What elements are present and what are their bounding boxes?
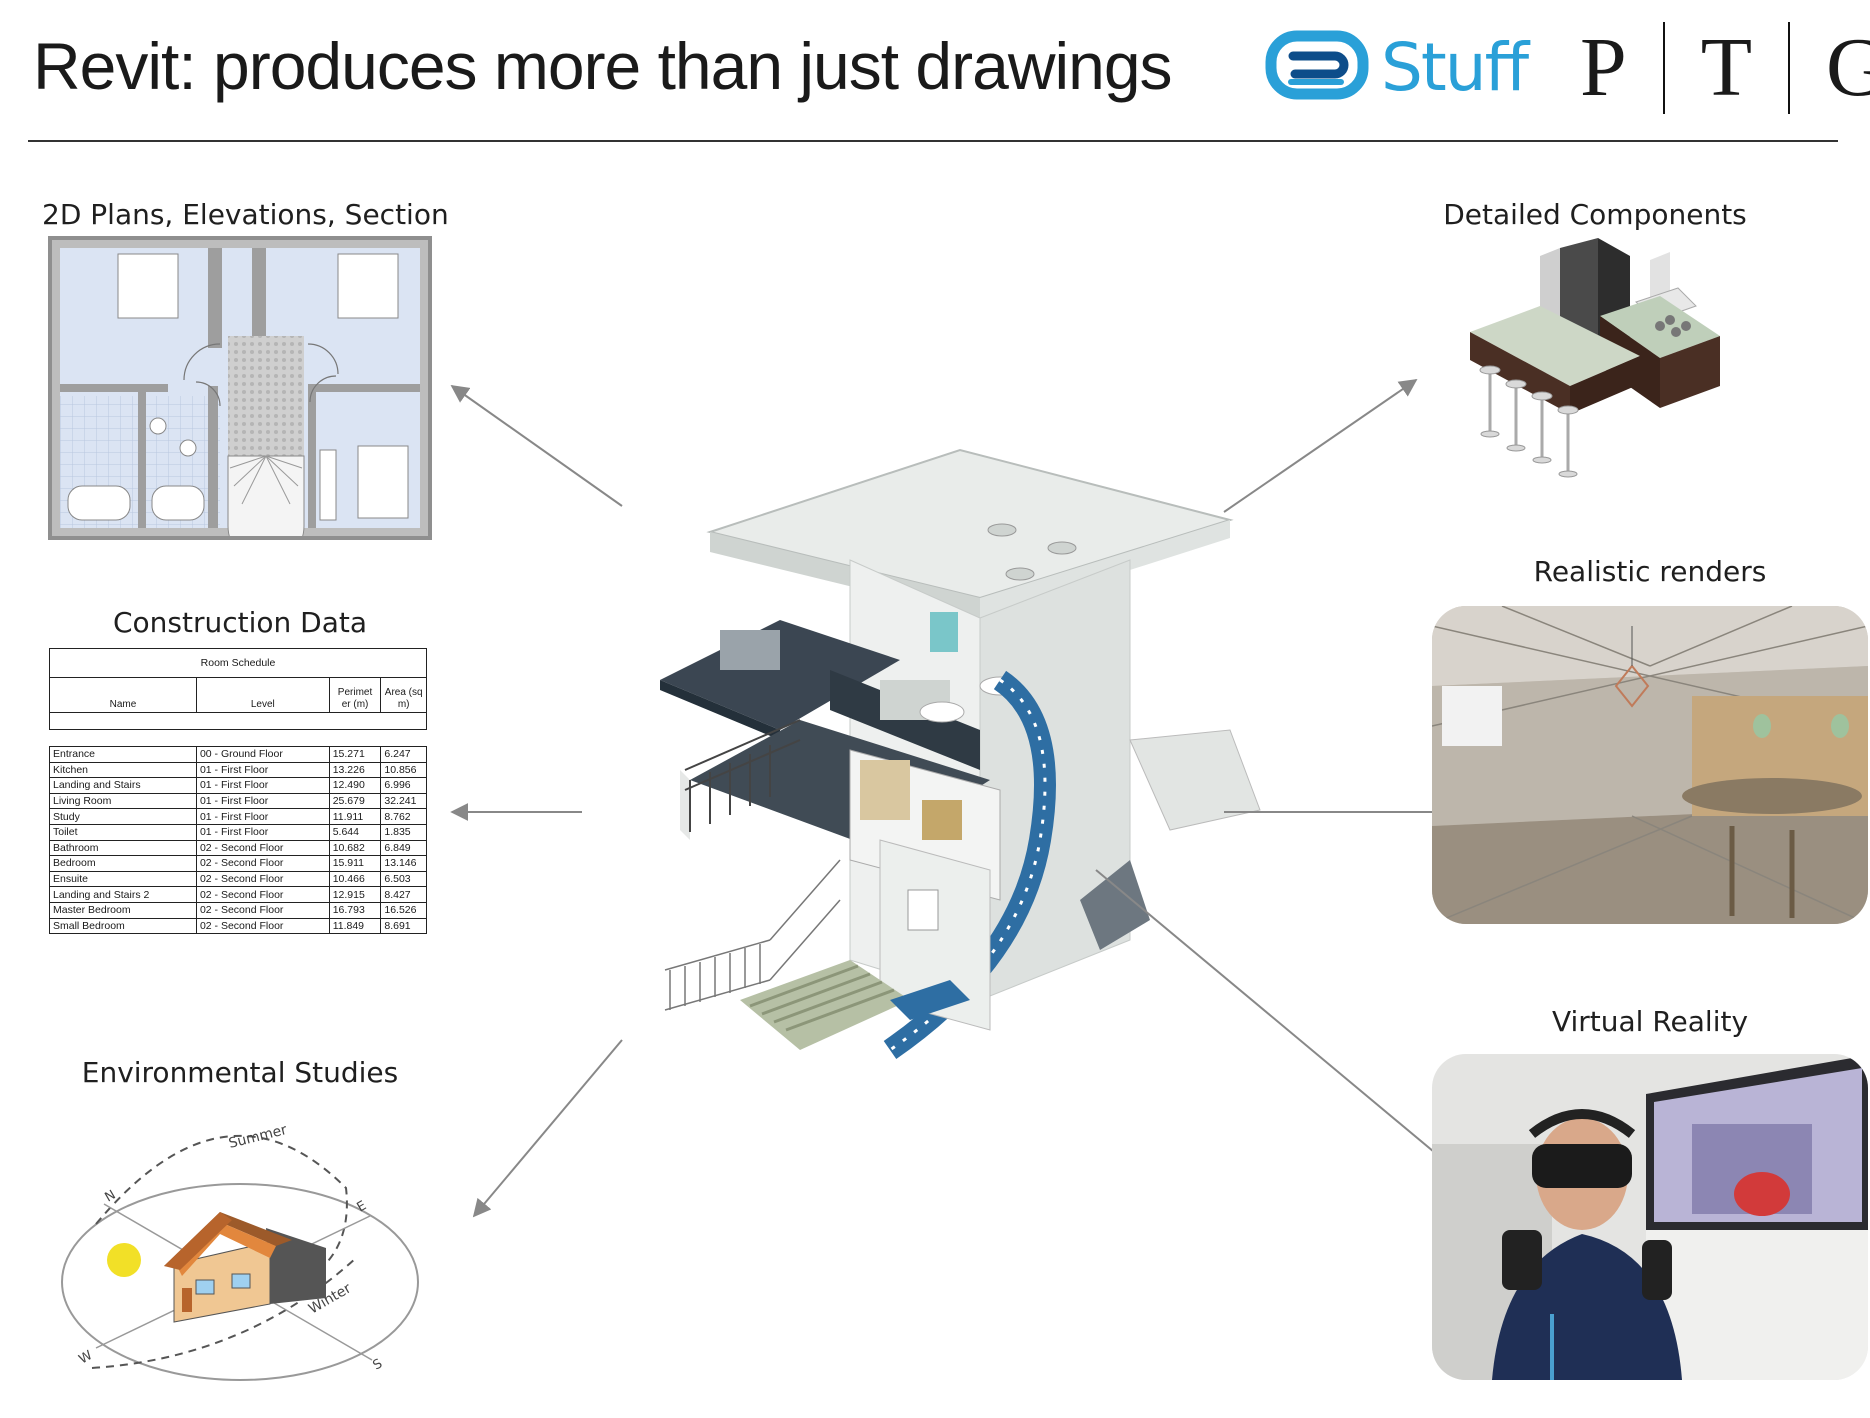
summer-label: Summer xyxy=(227,1122,289,1152)
caption-realistic-renders: Realistic renders xyxy=(1533,555,1767,588)
compass-s: S xyxy=(371,1356,386,1373)
arrow-to-environmental xyxy=(472,1039,623,1218)
realistic-render-image xyxy=(1432,606,1868,924)
schedule-header-level: Level xyxy=(195,677,330,713)
header-divider xyxy=(28,140,1838,142)
sun-path-diagram: Summer Winter N E S W xyxy=(56,1108,426,1402)
ptg-letter-t: T xyxy=(1700,21,1753,114)
cell-perimeter: 13.226 xyxy=(328,761,382,779)
building-model-image xyxy=(650,440,1270,1104)
caption-detailed-components: Detailed Components xyxy=(1443,198,1747,231)
cell-perimeter: 11.849 xyxy=(328,917,382,935)
stuff-logo: Stuff xyxy=(1265,26,1547,106)
floor-plan-image xyxy=(48,236,432,565)
ptg-divider xyxy=(1788,22,1791,114)
stuff-logo-mark-icon xyxy=(1265,30,1369,100)
cell-level: 02 - Second Floor xyxy=(195,917,330,935)
house-icon xyxy=(164,1212,326,1323)
cell-name: Small Bedroom xyxy=(49,917,197,935)
sun-icon xyxy=(107,1243,141,1277)
caption-construction-data: Construction Data xyxy=(112,606,368,639)
schedule-title: Room Schedule xyxy=(49,648,427,678)
arrow-to-plans xyxy=(450,384,623,507)
kitchen-components-image xyxy=(1460,236,1730,490)
cell-perimeter: 15.911 xyxy=(328,855,382,872)
caption-plans: 2D Plans, Elevations, Section xyxy=(42,198,449,231)
caption-environmental-studies: Environmental Studies xyxy=(81,1056,399,1089)
cell-area: 8.691 xyxy=(380,917,427,935)
room-schedule-table: Room Schedule Name Level Perimet er (m) … xyxy=(49,648,429,978)
ptg-logo: P T G xyxy=(1580,18,1870,118)
virtual-reality-photo xyxy=(1432,1054,1868,1380)
schedule-header-area: Area (sq m) xyxy=(380,677,427,713)
cell-perimeter: 16.793 xyxy=(328,901,382,919)
arrow-to-components xyxy=(1223,378,1418,513)
cell-area: 16.526 xyxy=(380,901,427,919)
ptg-letter-p: P xyxy=(1580,21,1627,114)
caption-virtual-reality: Virtual Reality xyxy=(1551,1005,1749,1038)
ptg-divider xyxy=(1662,22,1665,114)
page-title: Revit: produces more than just drawings xyxy=(33,29,1173,103)
compass-w: W xyxy=(77,1348,96,1367)
ptg-letter-g: G xyxy=(1826,21,1870,114)
stuff-logo-text: Stuff xyxy=(1381,29,1531,106)
